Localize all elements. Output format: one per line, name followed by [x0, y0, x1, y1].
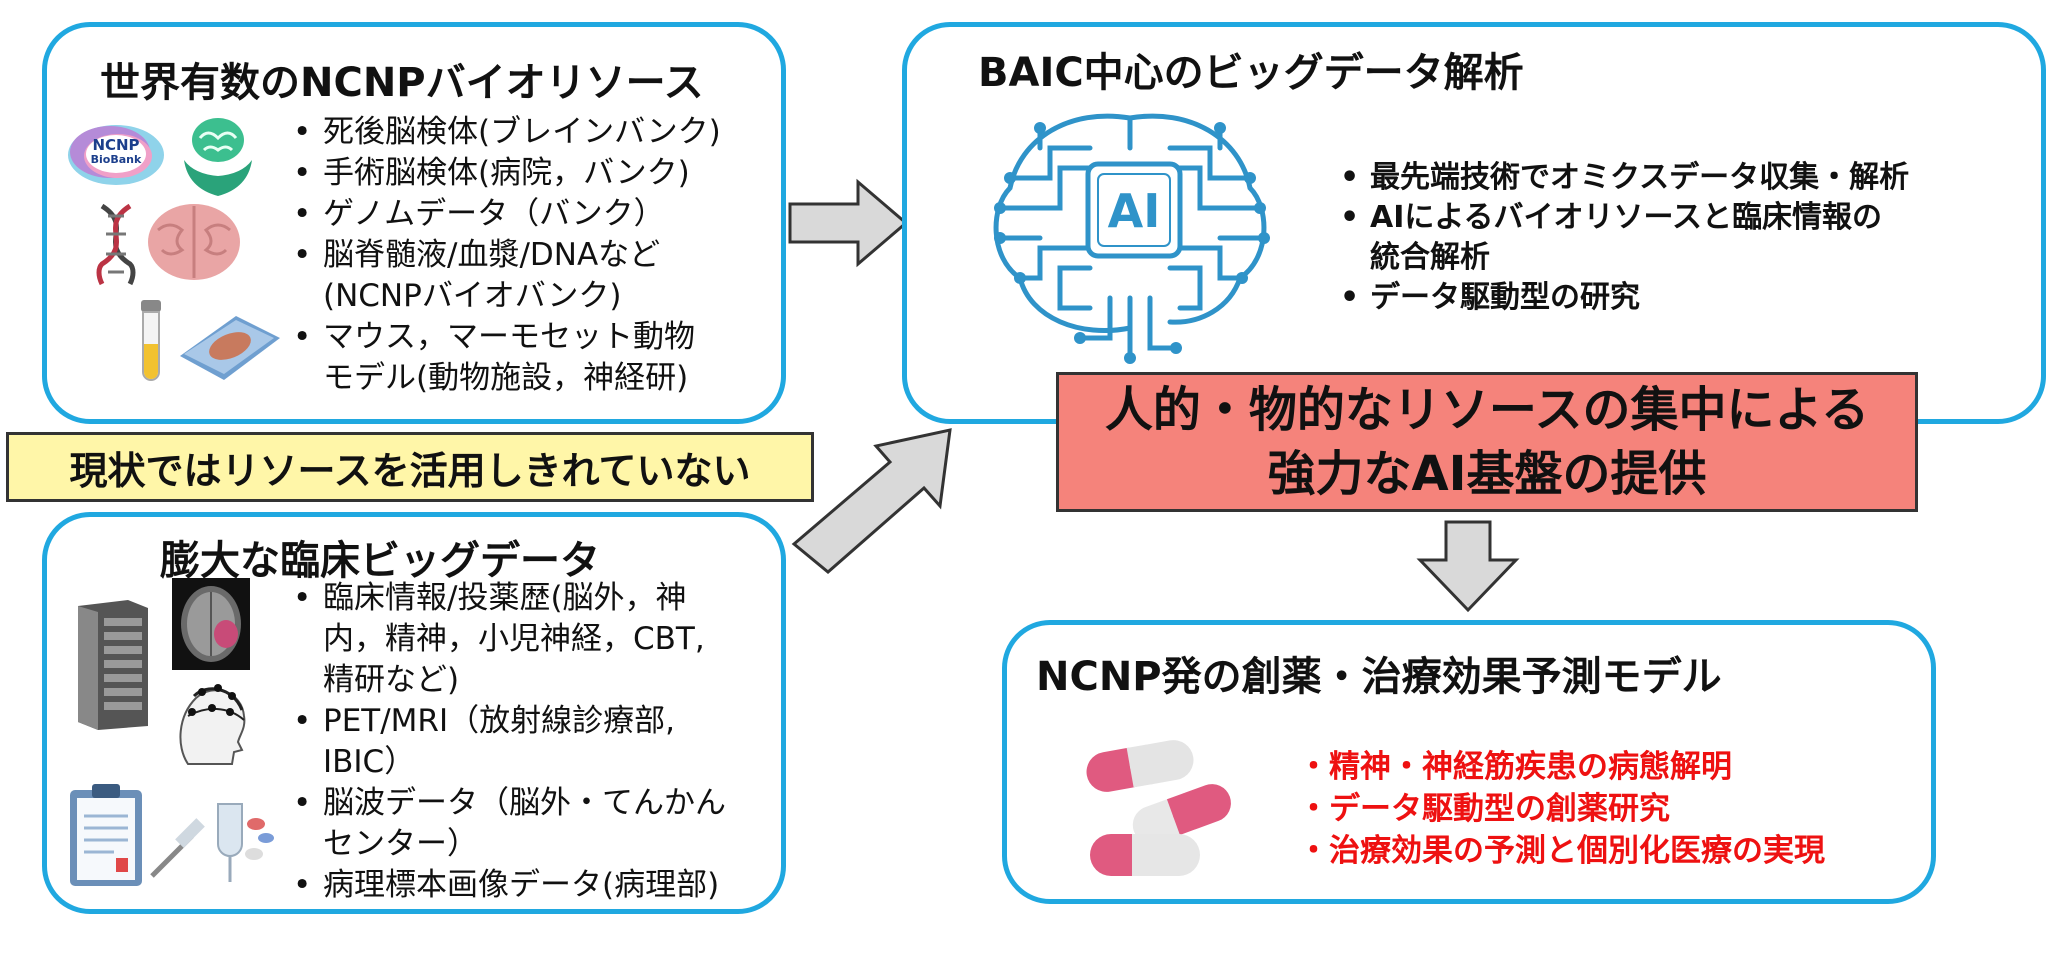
ai-circuit-brain-icon: AI — [980, 108, 1280, 366]
ncnp-model-item: ・精神・神経筋疾患の病態解明 — [1298, 749, 1732, 785]
dna-icon — [94, 203, 138, 286]
tissue-slide-icon — [174, 310, 284, 384]
hands-brain-icon — [178, 110, 258, 198]
bioresource-list: 死後脳検体(ブレインバンク) 手術脳検体(病院，バンク) ゲノムデータ（バンク）… — [293, 112, 721, 399]
baic-item: データ駆動型の研究 — [1340, 278, 1909, 318]
bioresource-item: 脳脊髄液/血漿/DNAなど (NCNPバイオバンク) — [293, 235, 721, 317]
ncnp-model-item: ・データ駆動型の創薬研究 — [1298, 791, 1670, 827]
bioresource-item: マウス，マーモセット動物 モデル(動物施設，神経研) — [293, 317, 721, 399]
clinical-data-item: 病理標本画像データ(病理部) — [293, 865, 726, 906]
ncnp-biobank-logo: NCNP BioBank — [66, 122, 166, 188]
baic-item: 最先端技術でオミクスデータ収集・解析 — [1340, 158, 1909, 198]
brain-icon — [144, 200, 244, 286]
clipboard-icon — [68, 784, 144, 888]
ai-chip-label: AI — [1107, 184, 1161, 238]
ncnp-model-title: NCNP発の創薬・治療効果予測モデル — [1036, 654, 1722, 700]
clinical-data-item: 臨床情報/投薬歴(脳外，神 内，精神，小児神経，CBT, 精研など) — [293, 578, 726, 701]
test-tube-icon — [138, 300, 164, 386]
clinical-data-list: 臨床情報/投薬歴(脳外，神 内，精神，小児神経，CBT, 精研など) PET/M… — [293, 578, 726, 906]
ai-platform-callout: 人的・物的なリソースの集中による 強力なAI基盤の提供 — [1056, 372, 1918, 512]
clinical-data-item: 脳波データ（脳外・てんかん センター） — [293, 783, 726, 865]
bioresource-title: 世界有数のNCNPバイオリソース — [100, 60, 704, 106]
warning-callout: 現状ではリソースを活用しきれていない — [6, 432, 814, 502]
server-rack-icon — [68, 600, 152, 730]
diagonal-arrow — [791, 428, 952, 574]
ncnp-model-list: ・精神・神経筋疾患の病態解明 ・データ駆動型の創薬研究 ・治療効果の予測と個別化… — [1298, 746, 1825, 872]
baic-list: 最先端技術でオミクスデータ収集・解析 AIによるバイオリソースと臨床情報の 統合… — [1340, 158, 1909, 318]
eeg-head-icon — [166, 676, 252, 768]
ai-platform-line1: 人的・物的なリソースの集中による — [1104, 382, 1870, 438]
right-arrow — [788, 178, 909, 268]
mri-scan-icon — [172, 578, 250, 670]
clinical-data-item: PET/MRI（放射線診療部, IBIC） — [293, 701, 726, 783]
bioresource-item: 手術脳検体(病院，バンク) — [293, 153, 721, 194]
medical-supplies-icon — [148, 798, 278, 884]
capsules-icon — [1080, 730, 1240, 882]
bioresource-item: ゲノムデータ（バンク） — [293, 194, 721, 235]
ncnp-logo-line1: NCNP — [92, 136, 140, 154]
ncnp-logo-line2: BioBank — [90, 153, 142, 166]
bioresource-item: 死後脳検体(ブレインバンク) — [293, 112, 721, 153]
warning-text: 現状ではリソースを活用しきれていない — [69, 448, 751, 493]
baic-item: AIによるバイオリソースと臨床情報の 統合解析 — [1340, 198, 1909, 278]
ai-platform-line2: 強力なAI基盤の提供 — [1267, 446, 1707, 502]
down-arrow — [1416, 520, 1520, 613]
clinical-data-title: 膨大な臨床ビッグデータ — [160, 538, 600, 584]
baic-title: BAIC中心のビッグデータ解析 — [978, 50, 1524, 96]
ncnp-model-item: ・治療効果の予測と個別化医療の実現 — [1298, 833, 1825, 869]
